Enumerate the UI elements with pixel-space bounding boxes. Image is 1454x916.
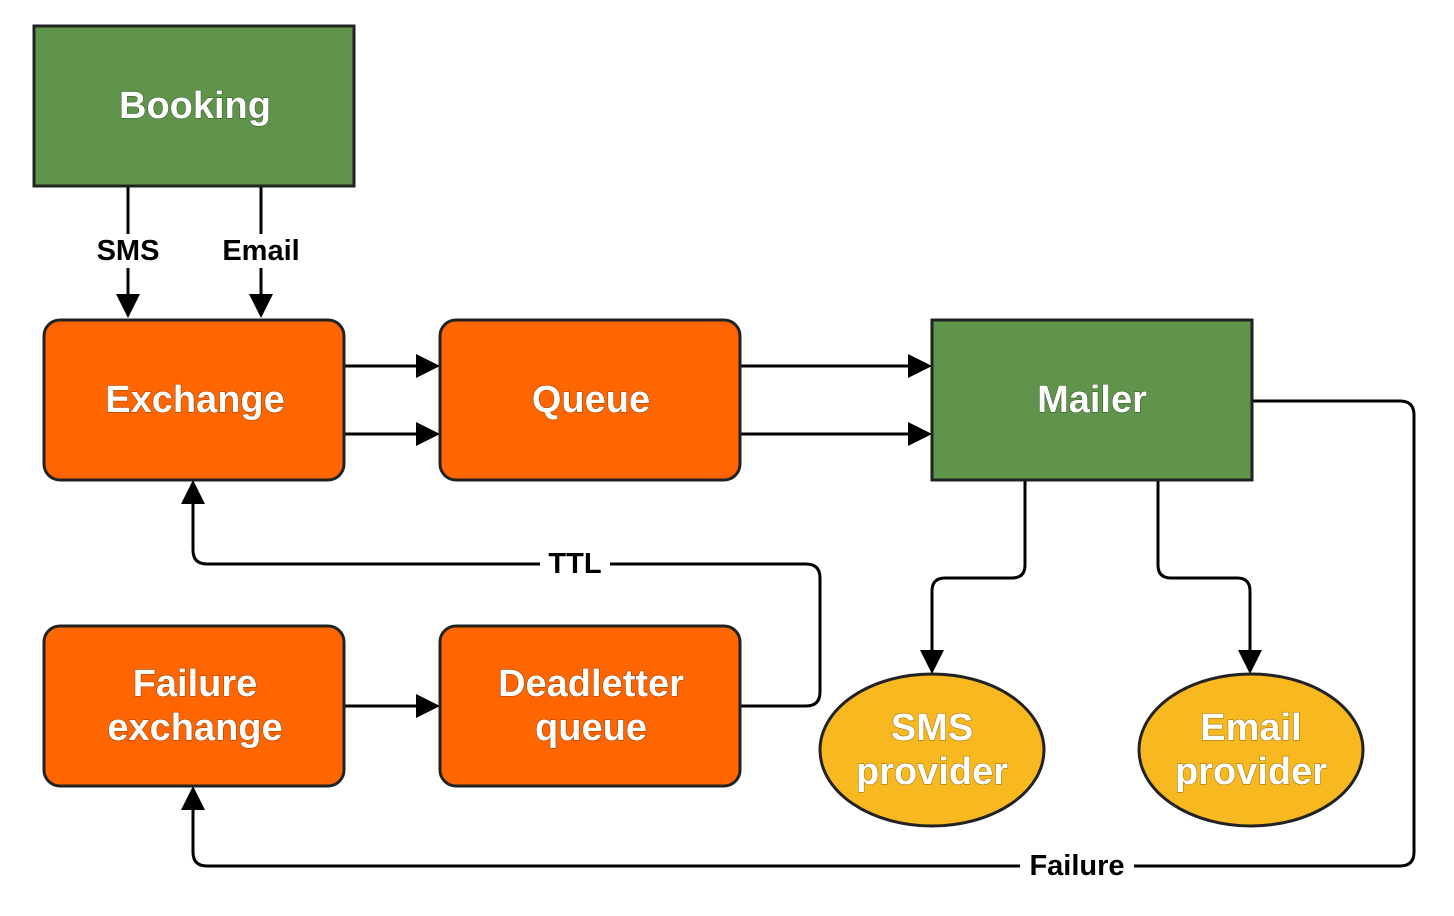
edge-mailer-sms-provider — [920, 480, 1027, 674]
exchange-label: Exchange — [105, 379, 285, 421]
sms-provider-label-line-1: SMS — [891, 707, 973, 749]
queue-label: Queue — [532, 379, 650, 421]
email-provider-label-line-1: Email — [1200, 707, 1301, 749]
node-failure-exchange: Failure exchange — [42, 624, 346, 788]
edge-label-email: Email — [222, 235, 299, 267]
deadletter-queue-label-line-2: queue — [535, 707, 647, 749]
node-mailer: Mailer — [930, 318, 1254, 482]
booking-box — [32, 24, 356, 188]
edge-label-sms: SMS — [97, 235, 160, 267]
queue-box — [438, 318, 742, 482]
arrowhead-sms — [116, 294, 140, 318]
arrowhead-exchange-queue-top — [416, 354, 440, 378]
node-booking: Booking — [32, 24, 356, 188]
edge-label-failure: Failure — [1029, 850, 1124, 882]
edge-deadletter-exchange-ttl — [181, 480, 822, 708]
mailer-label: Mailer — [1037, 379, 1147, 421]
arrowhead-ttl — [181, 480, 205, 504]
node-queue: Queue — [438, 318, 742, 482]
arrowhead-queue-mailer-bottom — [908, 422, 932, 446]
arrowhead-sms-provider — [920, 650, 944, 674]
exchange-box — [42, 318, 346, 482]
node-sms-provider: SMS provider — [818, 672, 1046, 828]
arrowhead-email — [249, 294, 273, 318]
edge-queue-mailer-top — [740, 354, 932, 378]
failure-exchange-label-line-1: Failure — [133, 663, 258, 705]
edge-labels: SMS Email TTL Failure — [90, 234, 1134, 883]
deadletter-queue-label-line-1: Deadletter — [498, 663, 684, 705]
sms-provider-label-line-2: provider — [856, 751, 1008, 793]
arrowhead-failure — [181, 786, 205, 810]
node-email-provider: Email provider — [1137, 672, 1365, 828]
arrowhead-deadletter — [416, 694, 440, 718]
node-deadletter-queue: Deadletter queue — [438, 624, 742, 788]
nodes: Booking Exchange Queue Mailer Failure ex… — [32, 24, 1365, 828]
email-provider-ellipse — [1137, 672, 1365, 828]
arrowhead-queue-mailer-top — [908, 354, 932, 378]
deadletter-queue-box — [438, 624, 742, 788]
edge-queue-mailer-bottom — [740, 422, 932, 446]
edges — [116, 186, 1416, 868]
edge-exchange-queue-bottom — [344, 422, 440, 446]
node-exchange: Exchange — [42, 318, 346, 482]
edge-mailer-email-provider — [1156, 480, 1262, 674]
edge-label-ttl: TTL — [548, 548, 601, 580]
failure-exchange-label-line-2: exchange — [107, 707, 282, 749]
failure-exchange-box — [42, 624, 346, 788]
arrowhead-email-provider — [1238, 650, 1262, 674]
sms-provider-ellipse — [818, 672, 1046, 828]
mailer-box — [930, 318, 1254, 482]
booking-label: Booking — [119, 85, 271, 127]
email-provider-label-line-2: provider — [1175, 751, 1327, 793]
edge-mailer-failure-exchange — [181, 399, 1416, 868]
arrowhead-exchange-queue-bottom — [416, 422, 440, 446]
edge-failure-exchange-deadletter-queue — [344, 694, 440, 718]
edge-exchange-queue-top — [344, 354, 440, 378]
